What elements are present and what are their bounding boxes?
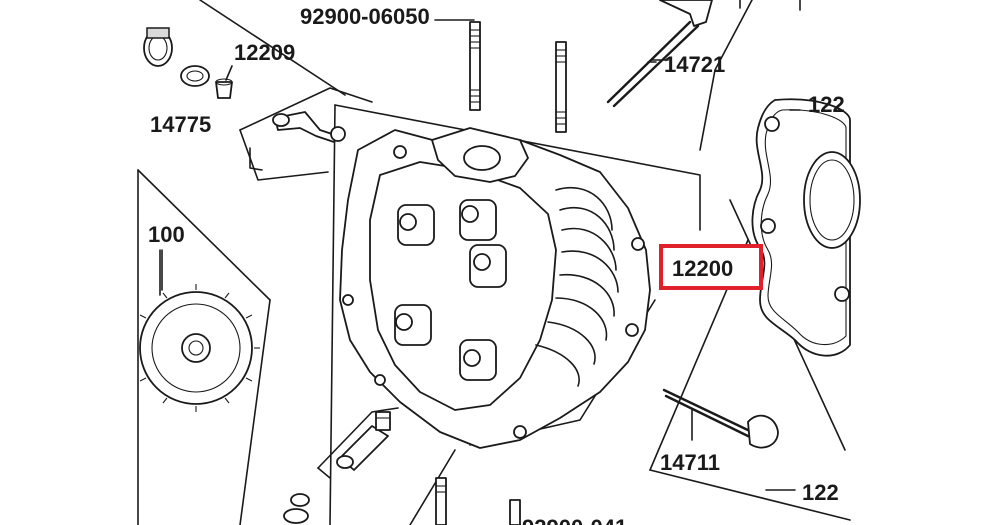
spring-seal-part — [143, 27, 173, 67]
head-gasket-part — [751, 98, 861, 357]
label-92900-06050: 92900-06050 — [300, 4, 430, 29]
valve-guide-kit-bottom — [317, 407, 399, 479]
stud-bolt-left — [469, 21, 481, 111]
highlight-box — [659, 244, 763, 290]
exhaust-valve-part — [662, 388, 779, 449]
cylinder-head-part — [339, 127, 651, 449]
stud-bolt-right — [555, 41, 567, 133]
label-92900-041: 92900-041 — [522, 515, 627, 525]
label-leaders — [161, 19, 801, 291]
label-100: 100 — [148, 222, 185, 247]
label-122-top: 122 — [808, 92, 845, 117]
label-14721: 14721 — [664, 52, 725, 77]
bottom-seal-parts — [283, 493, 310, 524]
label-122-bottom: 122 — [802, 480, 839, 505]
highlight-callout-12200[interactable]: 12200 — [659, 244, 763, 290]
label-12200: 12200 — [672, 256, 733, 281]
label-14711: 14711 — [660, 450, 720, 475]
seal-part-12209 — [215, 65, 233, 99]
label-14775: 14775 — [150, 112, 211, 137]
cam-gear-part — [139, 249, 260, 412]
bottom-studs — [435, 477, 521, 525]
intake-valve-part — [606, 0, 713, 108]
valve-guide-kit-top — [239, 87, 373, 181]
label-12209: 12209 — [234, 40, 295, 65]
o-ring-part-14775 — [180, 65, 210, 87]
